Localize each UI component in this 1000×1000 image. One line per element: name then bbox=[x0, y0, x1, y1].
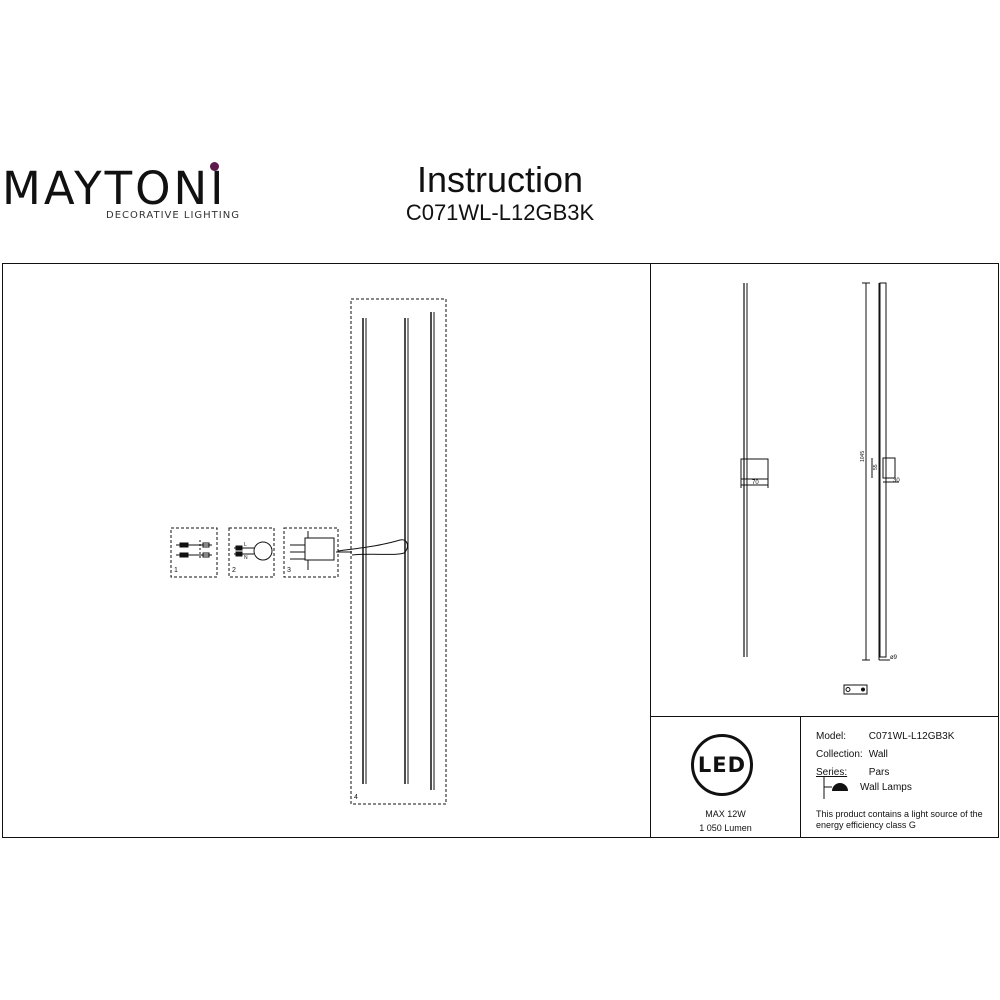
spec-model-row: Model: C071WL-L12GB3K bbox=[816, 731, 954, 742]
wall-lamp-icon bbox=[823, 777, 848, 799]
dimension-side-bracket: 55 bbox=[873, 464, 879, 470]
spec-series-value: Pars bbox=[868, 767, 890, 778]
frame-divider-vertical bbox=[650, 263, 651, 838]
spec-series-row: Series: Pars bbox=[816, 767, 889, 778]
frame-divider-spec bbox=[800, 716, 801, 838]
spec-energy-note: This product contains a light source of … bbox=[816, 809, 983, 830]
wire-label-l: L bbox=[244, 542, 247, 548]
step-1-label: 1 bbox=[174, 567, 178, 574]
frame-divider-horizontal bbox=[650, 716, 999, 717]
spec-panel: Model: C071WL-L12GB3K Collection: Wall S… bbox=[816, 717, 998, 837]
spec-series-label: Series: bbox=[816, 767, 848, 778]
dimension-front-width: 70 bbox=[752, 480, 759, 486]
step-4-diagram bbox=[336, 298, 447, 805]
side-view-diagram bbox=[862, 282, 899, 661]
spec-model-label: Model: bbox=[816, 731, 847, 742]
step-3-label: 3 bbox=[287, 567, 291, 574]
dimension-side-height: 1045 bbox=[860, 450, 866, 462]
spec-collection-label: Collection: bbox=[816, 749, 863, 760]
brand-logo-dot bbox=[210, 162, 219, 171]
brand-tagline: DECORATIVE LIGHTING bbox=[106, 210, 240, 221]
spec-collection-row: Collection: Wall bbox=[816, 749, 888, 760]
page-model-code: C071WL-L12GB3K bbox=[405, 200, 595, 225]
step-3-diagram bbox=[283, 527, 339, 578]
spec-collection-value: Wall bbox=[868, 749, 888, 760]
dimension-bottom-mark: ø9 bbox=[890, 655, 898, 661]
mounting-plate-diagram bbox=[843, 684, 868, 695]
dimension-side-depth: 30 bbox=[893, 478, 900, 484]
spec-model-value: C071WL-L12GB3K bbox=[868, 731, 955, 742]
led-lumen: 1 050 Lumen bbox=[699, 823, 752, 833]
step-2-label: 2 bbox=[232, 567, 236, 574]
wire-label-n: N bbox=[244, 555, 248, 561]
led-power: MAX 12W bbox=[705, 809, 746, 819]
spec-category-value: Wall Lamps bbox=[860, 782, 912, 793]
page-title: Instruction bbox=[416, 159, 584, 200]
step-4-label: 4 bbox=[354, 794, 358, 801]
led-info-panel: LED MAX 12W 1 050 Lumen bbox=[651, 717, 800, 837]
led-badge-text: LED bbox=[697, 753, 747, 777]
drawing-frame bbox=[2, 263, 999, 838]
front-view-diagram bbox=[740, 283, 769, 657]
step-1-diagram bbox=[170, 527, 218, 578]
brand-name: MAYTONI bbox=[2, 162, 227, 215]
led-badge: LED bbox=[691, 734, 753, 796]
step-2-diagram bbox=[228, 527, 275, 578]
